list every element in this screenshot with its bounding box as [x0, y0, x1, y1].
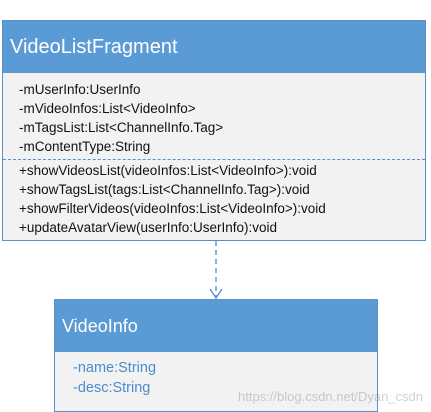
attribute-row: -mContentType:String [19, 139, 151, 154]
operation-row: +showTagsList(tags:List<ChannelInfo.Tag>… [19, 182, 310, 197]
attribute-row: -mTagsList:List<ChannelInfo.Tag> [19, 120, 224, 135]
videolistfragment-class-name: VideoListFragment [3, 21, 425, 73]
attribute-row: -desc:String [73, 380, 151, 396]
attribute-row: -name:String [73, 360, 157, 376]
operation-row: +updateAvatarView(userInfo:UserInfo):voi… [19, 220, 278, 235]
arrowhead-icon [209, 288, 223, 300]
operation-row: +showVideosList(videoInfos:List<VideoInf… [19, 163, 317, 178]
dependency-arrow [209, 241, 223, 300]
watermark-text: https://blog.csdn.net/Dyan_csdn [237, 389, 423, 404]
attribute-row: -mVideoInfos:List<VideoInfo> [19, 101, 196, 116]
videolistfragment-class: VideoListFragment -mUserInfo:UserInfo -m… [2, 20, 426, 241]
videoinfo-class: VideoInfo -name:String -desc:String [54, 299, 378, 412]
operation-row: +showFilterVideos(videoInfos:List<VideoI… [19, 201, 326, 216]
videolistfragment-attributes: -mUserInfo:UserInfo -mVideoInfos:List<Vi… [3, 73, 425, 160]
videoinfo-attributes: -name:String -desc:String [55, 352, 377, 398]
videoinfo-class-name: VideoInfo [55, 300, 377, 352]
videolistfragment-operations: +showVideosList(videoInfos:List<VideoInf… [3, 160, 425, 237]
attribute-row: -mUserInfo:UserInfo [19, 82, 141, 97]
